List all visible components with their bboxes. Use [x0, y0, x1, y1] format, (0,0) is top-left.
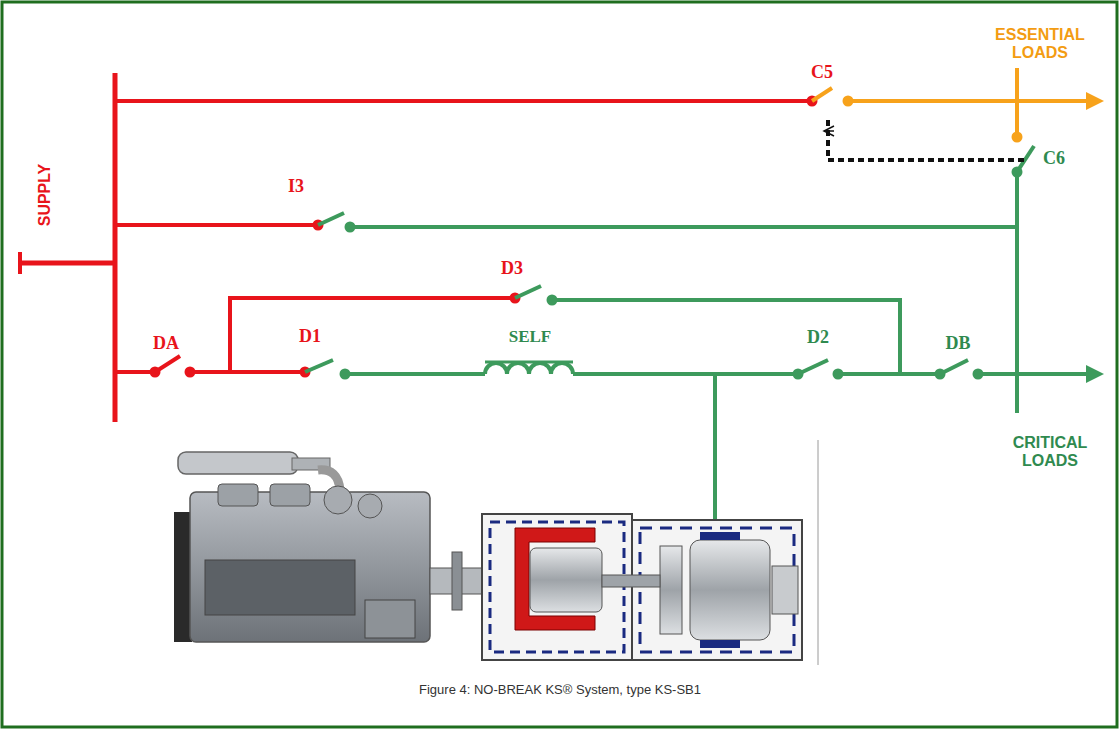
figure-caption: Figure 4: NO-BREAK KS® System, type KS-S… — [419, 683, 701, 698]
load-label: CRITICAL LOADS — [1000, 434, 1100, 471]
supply-label: SUPPLY — [36, 164, 54, 227]
d3-bypass — [230, 286, 900, 372]
switch-label: D2 — [807, 327, 829, 348]
supply-bus — [20, 73, 115, 422]
divider-line — [818, 440, 819, 665]
essential-feeder — [115, 68, 1104, 143]
interlock-link — [824, 116, 1024, 160]
switch-label: DA — [153, 333, 179, 354]
self-coil — [485, 363, 573, 374]
switch-label: DB — [945, 333, 970, 354]
diesel-rotary-set — [174, 452, 802, 660]
switch-label: C5 — [811, 62, 833, 83]
choke-label: SELF — [509, 327, 552, 347]
switch-label: D1 — [299, 326, 321, 347]
switch-label: I3 — [288, 176, 304, 197]
switch-label: C6 — [1043, 148, 1065, 169]
i3-bypass — [115, 213, 1017, 233]
load-label: ESSENTIAL LOADS — [990, 26, 1090, 63]
switch-label: D3 — [501, 258, 523, 279]
